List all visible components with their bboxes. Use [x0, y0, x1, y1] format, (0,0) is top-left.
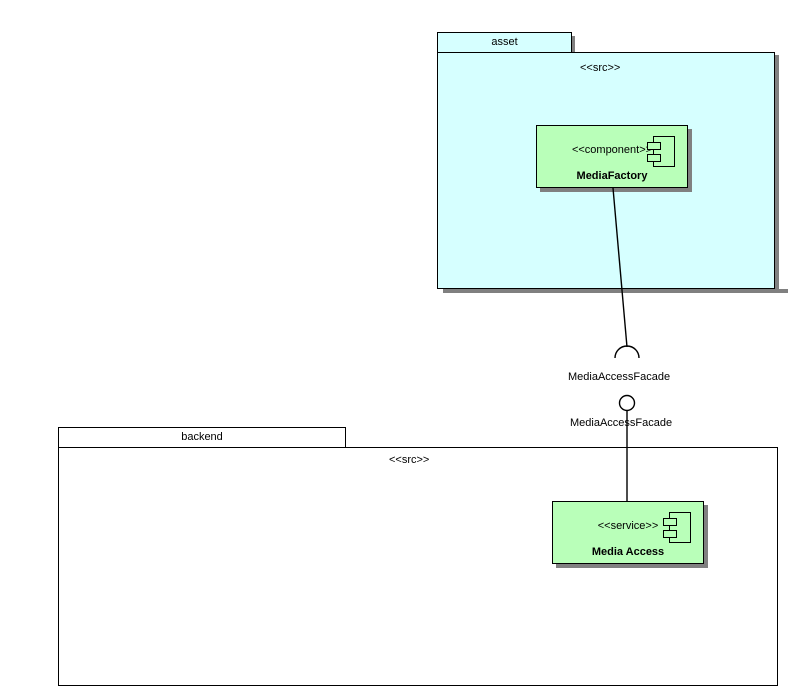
component-media-access-box[interactable]: <<service>> Media Access: [552, 501, 704, 564]
uml-component-icon: [663, 512, 691, 543]
component-media-access-stereotype: <<service>>: [597, 520, 659, 532]
package-backend-tab[interactable]: backend: [58, 427, 346, 448]
component-media-factory-name: MediaFactory: [576, 170, 648, 182]
required-interface-label: MediaAccessFacade: [568, 371, 671, 383]
package-asset-name: asset: [491, 36, 518, 48]
provided-interface-label: MediaAccessFacade: [570, 417, 673, 429]
package-backend-name: backend: [181, 431, 223, 443]
package-asset-body-shadow: [443, 289, 788, 293]
provided-interface-ball-icon: [618, 394, 636, 412]
component-media-access-name: Media Access: [591, 546, 665, 558]
package-asset-stereotype: <<src>>: [580, 62, 621, 74]
package-asset-body-shadow-right: [775, 55, 779, 293]
package-asset-tab[interactable]: asset: [437, 32, 572, 53]
required-interface-socket-icon: [614, 345, 640, 359]
package-backend-stereotype: <<src>>: [389, 454, 430, 466]
component-media-factory-stereotype: <<component>>: [571, 144, 653, 156]
uml-component-icon: [647, 136, 675, 167]
component-media-factory-box[interactable]: <<component>> MediaFactory: [536, 125, 688, 188]
package-asset-tab-shadow: [571, 36, 575, 56]
